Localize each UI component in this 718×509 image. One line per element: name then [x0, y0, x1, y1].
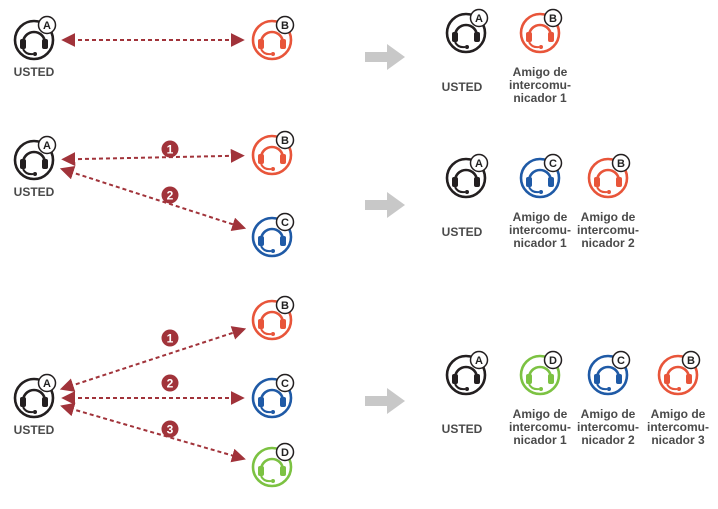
step-number: 2 — [167, 376, 174, 390]
you-label: USTED — [14, 65, 55, 79]
headset-icon: A — [445, 153, 489, 199]
friend-label-line: intercomu- — [647, 420, 709, 434]
headset-letter: C — [281, 378, 289, 390]
headset-icon: C — [587, 350, 631, 396]
letter-badge — [275, 130, 295, 150]
headset-letter: B — [281, 300, 289, 312]
letter-badge — [275, 212, 295, 232]
headset-icon: A — [445, 8, 489, 54]
headset-icon: C — [251, 373, 295, 419]
letter-badge — [543, 350, 563, 370]
headset-letter: B — [281, 135, 289, 147]
arrow-right-icon — [365, 388, 405, 414]
friend-label-line: intercomu- — [577, 420, 639, 434]
letter-badge — [37, 373, 57, 393]
step-number: 1 — [167, 142, 174, 156]
step-number-badge — [161, 140, 179, 158]
friend-label-line: intercomu- — [509, 78, 571, 92]
headset-icon: B — [251, 295, 295, 341]
letter-badge — [611, 153, 631, 173]
headset-letter: B — [617, 158, 625, 170]
headset-letter: A — [475, 355, 483, 367]
headset-icon: C — [251, 212, 295, 258]
you-label: USTED — [14, 185, 55, 199]
letter-badge — [469, 153, 489, 173]
letter-badge — [543, 8, 563, 28]
friend-label-line: nicador 1 — [513, 433, 567, 447]
you-label: USTED — [442, 422, 483, 436]
letter-badge — [681, 350, 701, 370]
headset-letter: A — [43, 20, 51, 32]
headset-letter: D — [281, 447, 289, 459]
letter-badge — [275, 295, 295, 315]
pairing-link-arrow — [61, 148, 245, 167]
step-number: 1 — [167, 331, 174, 345]
friend-label-line: nicador 3 — [651, 433, 705, 447]
headset-letter: B — [281, 20, 289, 32]
you-label: USTED — [442, 80, 483, 94]
headset-letter: B — [549, 13, 557, 25]
headset-icon: B — [587, 153, 631, 199]
friend-label-line: Amigo de — [651, 407, 706, 421]
friend-label-line: Amigo de — [513, 210, 568, 224]
headset-icon: B — [519, 8, 563, 54]
headset-icon: B — [251, 130, 295, 176]
friend-label-line: intercomu- — [577, 223, 639, 237]
friend-label-line: intercomu- — [509, 223, 571, 237]
pairing-link-arrow — [59, 166, 247, 231]
letter-badge — [275, 442, 295, 462]
pairing-link-arrow — [60, 402, 246, 463]
friend-label-line: Amigo de — [581, 407, 636, 421]
step-number-badge — [161, 186, 179, 204]
headset-letter: D — [549, 355, 557, 367]
headset-icon: A — [445, 350, 489, 396]
headset-icon: D — [519, 350, 563, 396]
headset-icon: A — [13, 373, 57, 419]
headset-letter: C — [617, 355, 625, 367]
friend-label-line: nicador 1 — [513, 91, 567, 105]
arrow-right-icon — [365, 44, 405, 70]
headset-icon: A — [13, 15, 57, 61]
friend-label-line: Amigo de — [581, 210, 636, 224]
you-label: USTED — [14, 423, 55, 437]
headset-icon: D — [251, 442, 295, 488]
headset-letter: C — [281, 217, 289, 229]
step-number-badge — [161, 374, 179, 392]
friend-label-line: nicador 2 — [581, 236, 635, 250]
friend-label-line: Amigo de — [513, 407, 568, 421]
headset-letter: A — [475, 13, 483, 25]
friend-label-line: nicador 1 — [513, 236, 567, 250]
headset-letter: C — [549, 158, 557, 170]
headset-icon: C — [519, 153, 563, 199]
letter-badge — [275, 373, 295, 393]
headset-icon: B — [657, 350, 701, 396]
headset-letter: B — [687, 355, 695, 367]
arrow-right-icon — [365, 192, 405, 218]
letter-badge — [275, 15, 295, 35]
letter-badge — [469, 8, 489, 28]
letter-badge — [469, 350, 489, 370]
step-number: 3 — [167, 422, 174, 436]
friend-label-line: nicador 2 — [581, 433, 635, 447]
headset-letter: A — [43, 140, 51, 152]
letter-badge — [37, 15, 57, 35]
friend-label-line: Amigo de — [513, 65, 568, 79]
step-number-badge — [161, 420, 179, 438]
letter-badge — [37, 135, 57, 155]
friend-label-line: intercomu- — [509, 420, 571, 434]
headset-letter: A — [43, 378, 51, 390]
step-number: 2 — [167, 188, 174, 202]
letter-badge — [543, 153, 563, 173]
headset-icon: A — [13, 135, 57, 181]
you-label: USTED — [442, 225, 483, 239]
step-number-badge — [161, 329, 179, 347]
headset-letter: A — [475, 158, 483, 170]
headset-icon: B — [251, 15, 295, 61]
pairing-link-arrow — [59, 326, 247, 392]
letter-badge — [611, 350, 631, 370]
